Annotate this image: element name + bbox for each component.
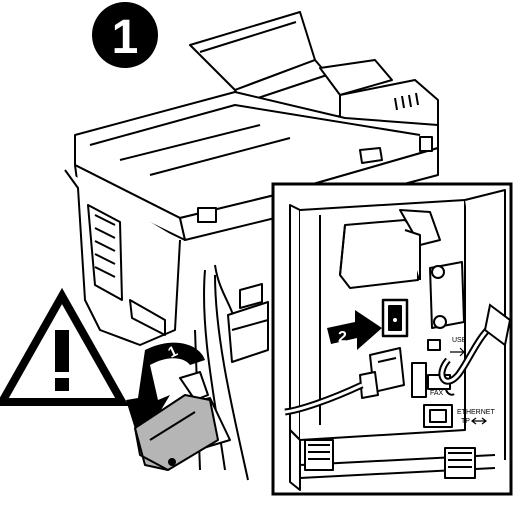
tp-label: TP <box>461 418 470 425</box>
step-number: 1 <box>112 11 139 64</box>
fax-label: FAX <box>430 390 444 397</box>
ethernet-label: ETHERNET <box>457 409 495 416</box>
inset-detail: 2 USB FAX ETHERNET TP <box>271 182 513 496</box>
step-badge: 1 <box>92 2 158 68</box>
rotate-arrow: 1 <box>126 342 205 445</box>
arrow-inset-label: 2 <box>338 329 347 346</box>
power-plug <box>134 371 219 471</box>
usb-label: USB <box>452 337 467 344</box>
warning-icon <box>0 287 129 406</box>
